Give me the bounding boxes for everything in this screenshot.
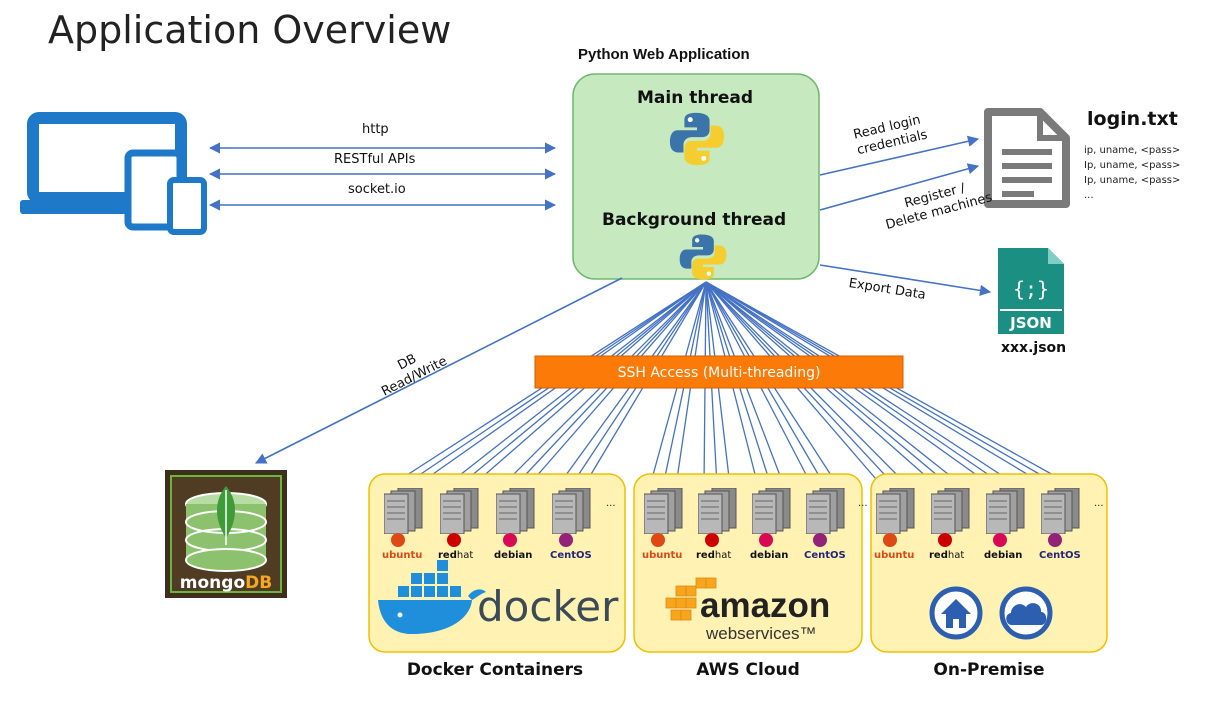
login-file-contents: ip, uname, <pass> Ip, uname, <pass> Ip, …	[1084, 143, 1180, 203]
server-icon	[384, 488, 423, 534]
mongodb-logo: mongoDB	[165, 470, 287, 598]
server-icon	[876, 488, 915, 534]
redhat-label: redhat	[929, 550, 965, 561]
file-arrows	[819, 135, 992, 296]
document-icon	[984, 108, 1070, 208]
redhat-logo-icon	[705, 533, 719, 547]
centos-label: CentOS	[1039, 550, 1081, 561]
server-racks	[384, 488, 1080, 547]
centos-logo-icon	[813, 533, 827, 547]
json-file-name: xxx.json	[1001, 340, 1067, 356]
aws-submark: webservices™	[705, 624, 817, 643]
server-icon	[1041, 488, 1080, 534]
cloud-icon	[999, 586, 1053, 640]
aws-logo: amazon webservices™	[665, 577, 830, 643]
centos-logo-icon	[1048, 533, 1062, 547]
centos-label: CentOS	[804, 550, 846, 561]
devices-icon	[20, 112, 207, 235]
login-line: Ip, uname, <pass>	[1084, 175, 1181, 186]
redhat-logo-icon	[938, 533, 952, 547]
debian-label: debian	[494, 550, 533, 561]
server-icon	[752, 488, 791, 534]
debian-logo-icon	[759, 533, 773, 547]
background-thread-label: Background thread	[602, 210, 787, 230]
centos-label: CentOS	[550, 550, 592, 561]
ubuntu-label: ubuntu	[382, 550, 423, 561]
docker-wordmark: docker	[477, 582, 619, 631]
ubuntu-logo-icon	[883, 533, 897, 547]
json-glyph: {;}	[1013, 277, 1049, 301]
login-line: Ip, uname, <pass>	[1084, 160, 1181, 171]
debian-label: debian	[984, 550, 1023, 561]
socket-label: socket.io	[348, 182, 406, 197]
redhat-label: redhat	[696, 550, 732, 561]
on-premise-label: On-Premise	[933, 660, 1045, 680]
docker-logo: docker	[378, 560, 619, 634]
redhat-logo-icon	[447, 533, 461, 547]
page-title: Application Overview	[48, 8, 452, 52]
mongodb-wordmark: mongoDB	[180, 573, 272, 593]
debian-logo-icon	[993, 533, 1007, 547]
client-connection-arrows	[208, 142, 557, 211]
server-icon	[644, 488, 683, 534]
centos-logo-icon	[559, 533, 573, 547]
aws-wordmark: amazon	[700, 586, 830, 625]
redhat-label: redhat	[438, 550, 474, 561]
json-file-icon: {;} JSON	[998, 248, 1064, 334]
ubuntu-logo-icon	[651, 533, 665, 547]
ubuntu-label: ubuntu	[642, 550, 683, 561]
more-servers-ellipsis: ...	[606, 498, 616, 509]
main-thread-label: Main thread	[637, 88, 754, 108]
aws-cloud-label: AWS Cloud	[696, 660, 800, 680]
server-icon	[986, 488, 1025, 534]
login-line: ip, uname, <pass>	[1084, 145, 1181, 156]
ssh-bar-label: SSH Access (Multi-threading)	[618, 365, 821, 381]
ubuntu-logo-icon	[391, 533, 405, 547]
debian-label: debian	[750, 550, 789, 561]
ubuntu-label: ubuntu	[874, 550, 915, 561]
server-icon	[698, 488, 737, 534]
python-app-box	[572, 73, 820, 280]
app-title: Python Web Application	[578, 46, 750, 63]
ssh-access-bar: SSH Access (Multi-threading)	[534, 355, 904, 389]
rest-label: RESTful APIs	[334, 152, 416, 167]
more-servers-ellipsis: ...	[858, 498, 868, 509]
server-icon	[496, 488, 535, 534]
server-icon	[931, 488, 970, 534]
login-line: ...	[1084, 190, 1094, 201]
login-file-name: login.txt	[1087, 108, 1178, 130]
more-servers-ellipsis: ...	[1094, 498, 1104, 509]
json-badge: JSON	[1009, 314, 1052, 332]
server-icon	[552, 488, 591, 534]
docker-containers-label: Docker Containers	[406, 660, 584, 680]
debian-logo-icon	[503, 533, 517, 547]
server-icon	[440, 488, 479, 534]
db-arrow	[255, 277, 623, 464]
home-icon	[929, 586, 983, 640]
server-icon	[806, 488, 845, 534]
http-label: http	[362, 122, 389, 137]
